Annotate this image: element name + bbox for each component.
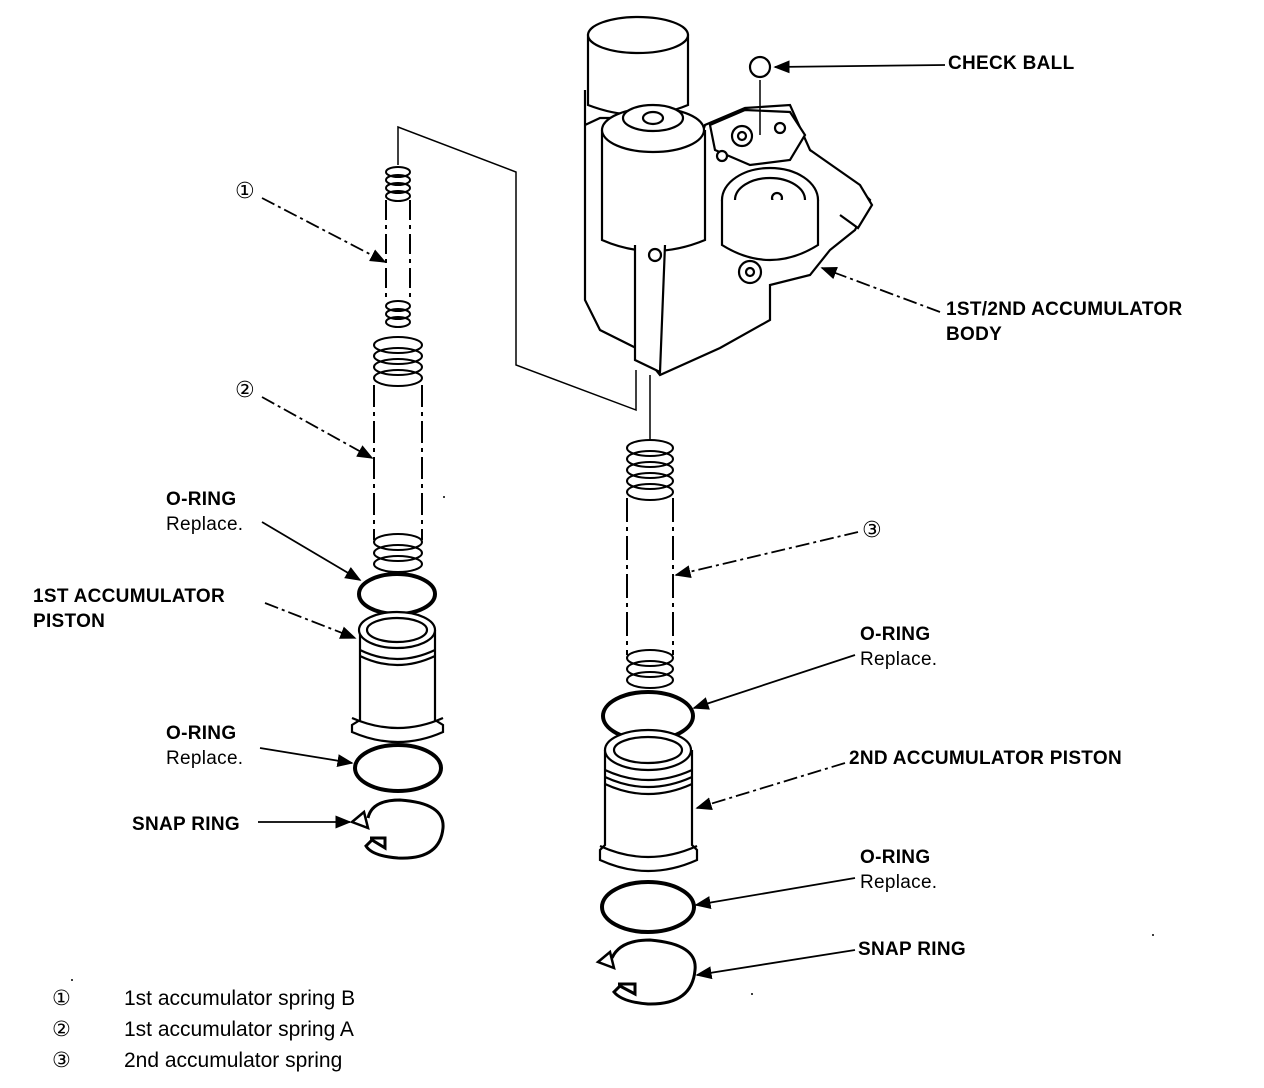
check-ball [748,55,772,79]
snap-ring-left [364,798,445,860]
leader-arrows [258,60,946,980]
callout-2: ② [235,378,255,403]
o-ring-right-lower-label: O-RING Replace. [860,845,937,895]
legend-item: ③ 2nd accumulator spring [52,1048,342,1073]
piston-1-label-line1: 1ST ACCUMULATOR [33,586,226,607]
piston-1-label-line2: PISTON [33,611,106,632]
check-ball-label: CHECK BALL [948,53,1075,74]
callout-3: ③ [862,518,882,543]
accumulator-body-label: 1ST/2ND ACCUMULATOR BODY [946,297,1183,347]
o-ring-left-upper-label: O-RING Replace. [166,487,243,537]
spring-a [373,336,423,573]
o-ring-title: O-RING [166,489,237,510]
o-ring-right-upper-label: O-RING Replace. [860,622,937,672]
spring-2nd [626,439,674,689]
o-ring-left-upper [357,572,437,616]
spring-b [385,166,411,328]
legend-text: 1st accumulator spring B [124,987,356,1010]
o-ring-left-lower-label: O-RING Replace. [166,721,243,771]
o-ring-replace-note: Replace. [166,514,244,535]
legend-item: ② 1st accumulator spring A [52,1017,354,1042]
legend-item: ① 1st accumulator spring B [52,986,355,1011]
o-ring-title: O-RING [166,723,237,744]
accumulator-body-label-line1: 1ST/2ND ACCUMULATOR [946,299,1183,320]
piston-2 [598,728,699,873]
piston-2-label: 2ND ACCUMULATOR PISTON [849,748,1122,769]
snap-ring-right [610,938,697,1006]
o-ring-replace-note: Replace. [166,748,244,769]
o-ring-replace-note: Replace. [860,872,938,893]
o-ring-replace-note: Replace. [860,649,938,670]
legend-text: 2nd accumulator spring [124,1049,343,1072]
legend-num: ① [52,986,71,1010]
piston-1-label: 1ST ACCUMULATOR PISTON [33,584,225,634]
assembly-path-line [397,125,637,412]
accumulator-body [583,15,874,377]
o-ring-title: O-RING [860,624,931,645]
legend-num: ② [52,1017,71,1041]
piston-1 [350,610,445,744]
snap-ring-left-label: SNAP RING [132,814,240,835]
legend-text: 1st accumulator spring A [124,1018,354,1041]
o-ring-right-lower [600,880,696,934]
snap-ring-right-label: SNAP RING [858,939,966,960]
o-ring-left-lower [353,743,443,793]
o-ring-title: O-RING [860,847,931,868]
accumulator-body-label-line2: BODY [946,324,1003,345]
callout-1: ① [235,179,255,204]
legend-num: ③ [52,1048,71,1072]
